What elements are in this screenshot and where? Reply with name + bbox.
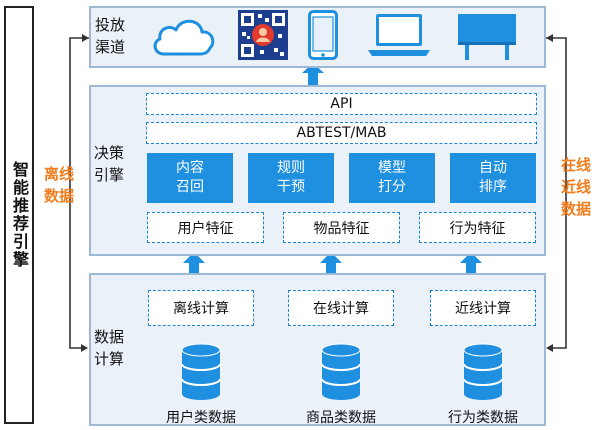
- offline-compute-box: 离线计算: [148, 290, 254, 326]
- left-connector-arrowhead-bottom: [81, 344, 88, 352]
- decision-label: 决策 引擎: [94, 144, 125, 184]
- feature-behavior: 行为特征: [419, 212, 536, 243]
- behavior-data-label: 行为类数据: [448, 410, 518, 426]
- nearline-compute-box: 近线计算: [430, 290, 536, 326]
- left-label: 离线 数据: [43, 165, 74, 205]
- side-title-box: 智能推荐引擎: [4, 6, 34, 424]
- up-arrow-online: [320, 252, 342, 274]
- tablet-icon: [308, 10, 338, 60]
- qr-code-icon: [238, 10, 288, 60]
- side-title: 智能推荐引擎: [10, 161, 29, 269]
- compute-label: 数据 计算: [94, 328, 125, 368]
- database-icon-product: [321, 343, 361, 400]
- up-arrow-decision-to-channels: [302, 63, 324, 86]
- channels-label: 投放 渠道: [95, 16, 126, 56]
- left-connector: [69, 37, 89, 349]
- laptop-icon: [368, 14, 430, 56]
- database-icon-user: [181, 343, 221, 400]
- up-arrow-nearline: [460, 252, 482, 274]
- online-compute-box: 在线计算: [288, 290, 394, 326]
- api-bar: API: [146, 93, 537, 115]
- cloud-icon: [153, 19, 215, 56]
- user-data-label: 用户类数据: [166, 410, 236, 426]
- right-connector-arrowhead-top: [546, 34, 553, 42]
- database-icon-behavior: [463, 343, 503, 400]
- right-connector: [546, 37, 567, 349]
- feature-item: 物品特征: [283, 212, 400, 243]
- product-data-label: 商品类数据: [306, 410, 376, 426]
- module-auto-ranking: 自动 排序: [450, 153, 536, 203]
- right-label: 在线 近线 数据: [560, 156, 591, 218]
- abtest-bar: ABTEST/MAB: [146, 122, 537, 144]
- module-content-recall: 内容 召回: [147, 153, 233, 203]
- billboard-icon: [458, 14, 516, 60]
- module-rule-intervention: 规则 干预: [248, 153, 334, 203]
- right-connector-arrowhead: [546, 344, 553, 352]
- up-arrow-offline: [183, 252, 205, 274]
- left-connector-arrowhead: [82, 34, 89, 42]
- module-model-scoring: 模型 打分: [349, 153, 435, 203]
- feature-user: 用户特征: [147, 212, 264, 243]
